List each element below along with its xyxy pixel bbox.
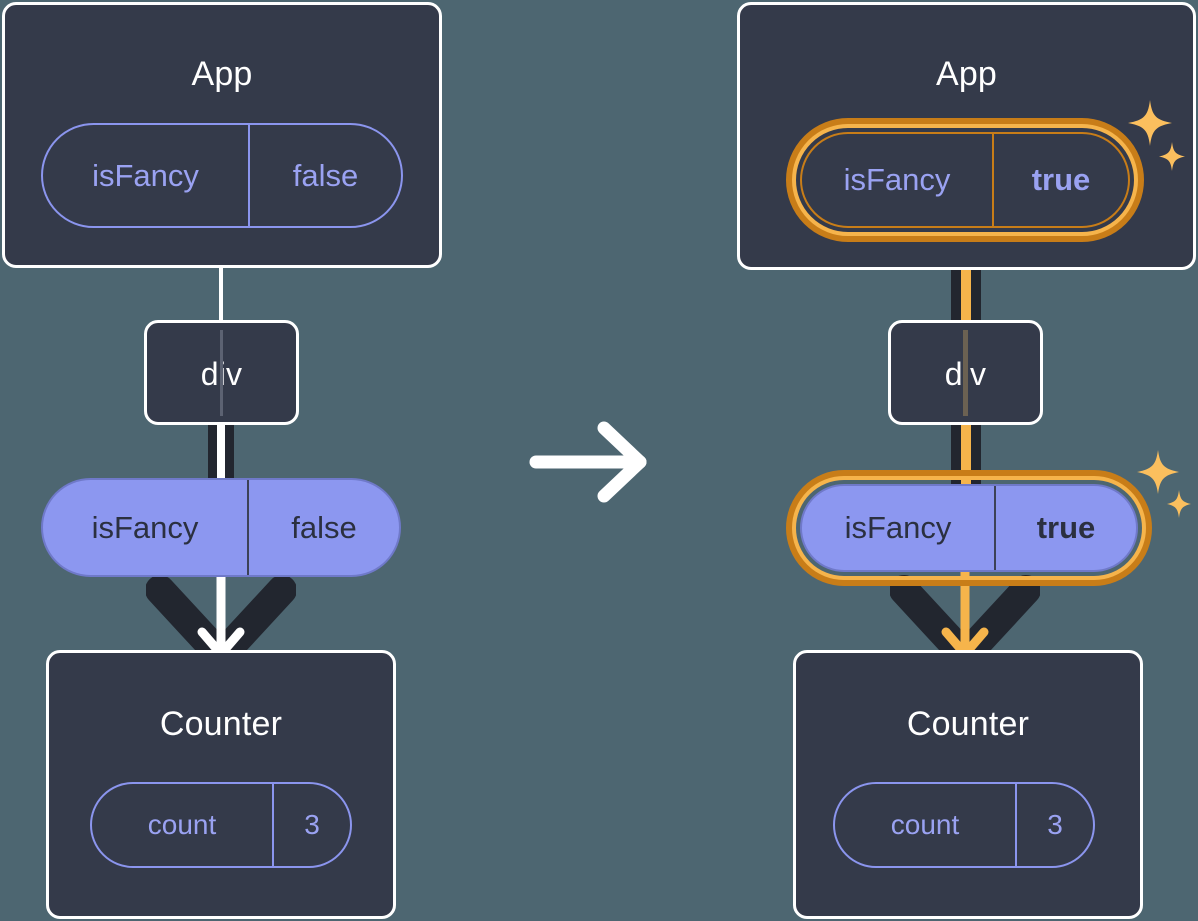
highlight-ring-app-after xyxy=(786,118,1144,242)
card-title-counter-before: Counter xyxy=(159,705,283,743)
sparkles-icon-app-after xyxy=(1124,98,1186,180)
connector-div-to-props-before xyxy=(208,424,234,486)
state-pill-count-after[interactable]: count 3 xyxy=(833,782,1095,868)
connector-through-div-after xyxy=(963,330,968,416)
card-title-app-after: App xyxy=(935,55,998,93)
connector-through-div-before xyxy=(220,330,223,416)
card-title-counter-after: Counter xyxy=(906,705,1030,743)
state-pill-isfancy-app-before[interactable]: isFancy false xyxy=(41,123,403,228)
state-pill-key: isFancy xyxy=(43,125,250,226)
connector-app-to-div-before xyxy=(219,262,223,322)
state-pill-key: count xyxy=(92,784,274,866)
props-pill-key: isFancy xyxy=(43,480,249,575)
state-pill-value: 3 xyxy=(304,809,320,840)
props-pill-isfancy-before[interactable]: isFancy false xyxy=(41,478,401,577)
sparkles-icon-props-after xyxy=(1136,448,1194,526)
props-pill-value: false xyxy=(291,509,357,545)
highlight-ring-props-after xyxy=(786,470,1152,586)
card-title-app-before: App xyxy=(191,55,253,93)
state-pill-key: count xyxy=(835,784,1017,866)
state-pill-value: 3 xyxy=(1047,809,1063,840)
card-counter-before: Counter xyxy=(46,650,396,919)
state-pill-value: false xyxy=(292,157,359,193)
arrow-right-icon xyxy=(528,420,653,505)
state-pill-count-before[interactable]: count 3 xyxy=(90,782,352,868)
